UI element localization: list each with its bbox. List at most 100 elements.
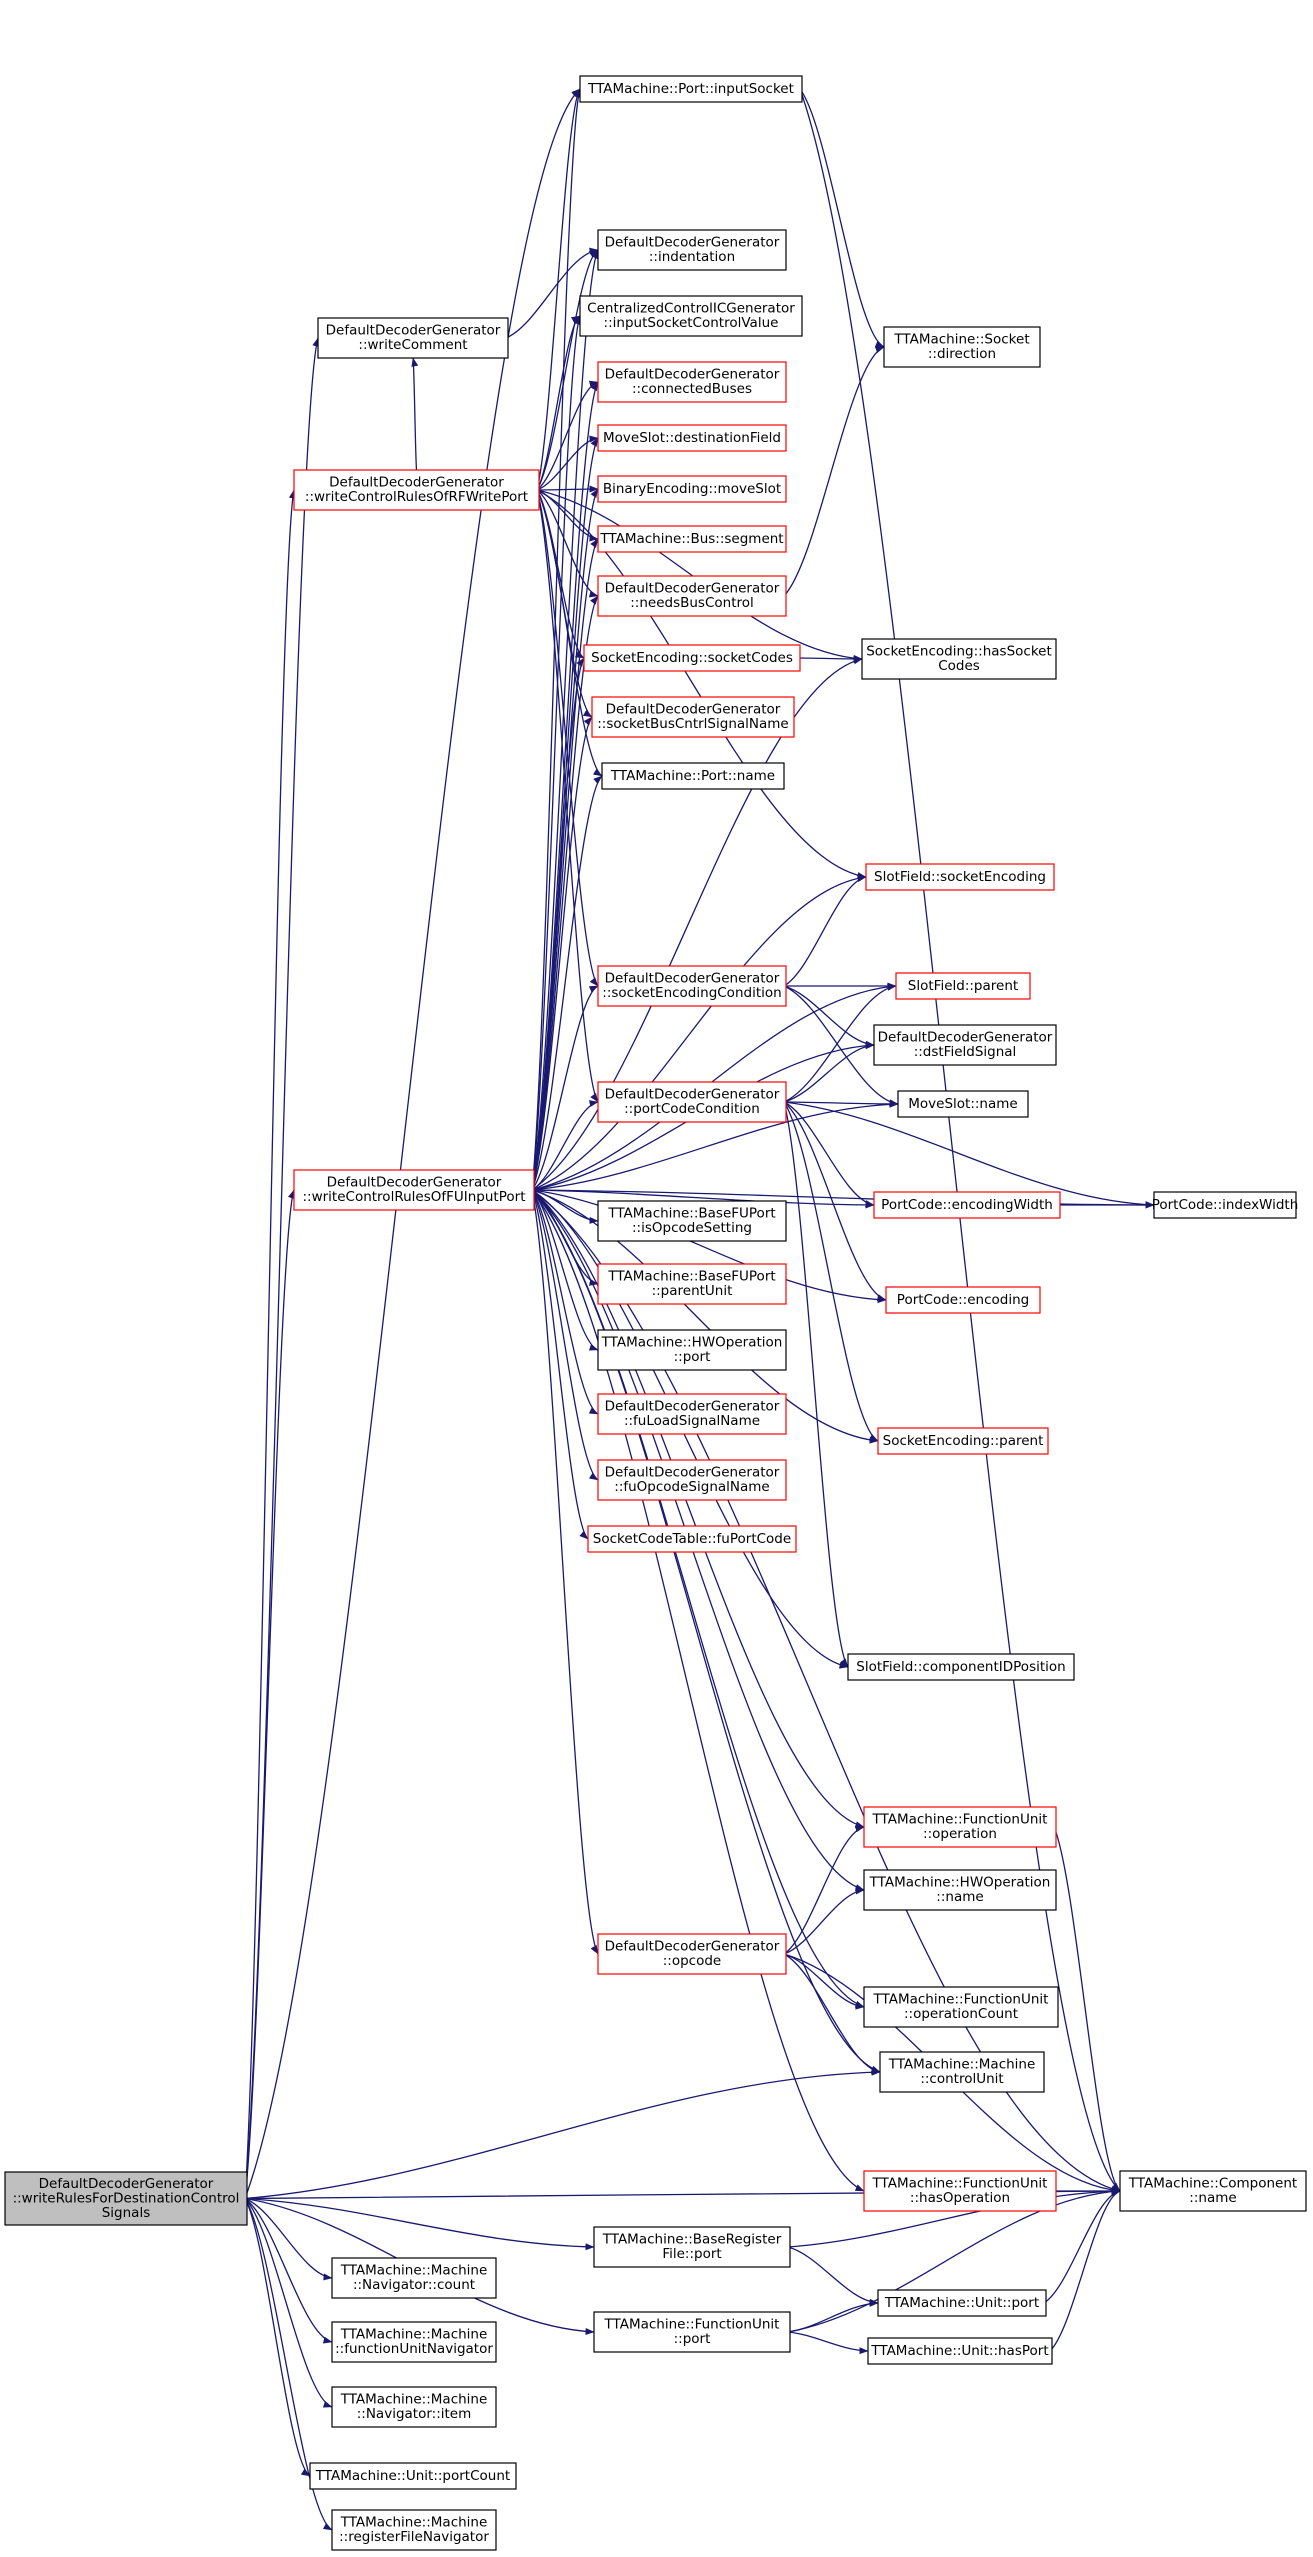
edge-unitHasPort-to-compName — [1049, 2190, 1121, 2352]
node-box — [593, 2226, 791, 2268]
node-box — [1119, 2170, 1307, 2212]
node-connectedBuses[interactable]: DefaultDecoderGenerator::connectedBuses — [597, 361, 787, 403]
node-busSegment[interactable]: TTAMachine::Bus::segment — [597, 525, 787, 553]
node-writeComment[interactable]: DefaultDecoderGenerator::writeComment — [317, 317, 509, 359]
node-root[interactable]: DefaultDecoderGenerator::writeRulesForDe… — [4, 2171, 248, 2226]
node-unitHasPort[interactable]: TTAMachine::Unit::hasPort — [867, 2337, 1053, 2365]
node-socketCodes[interactable]: SocketEncoding::socketCodes — [583, 644, 801, 672]
edge-wcrRF-to-inputSocketCV — [536, 315, 581, 491]
node-label: ::hasOperation — [910, 2190, 1010, 2206]
node-sockEncParent[interactable]: SocketEncoding::parent — [877, 1427, 1049, 1455]
node-compIDPos[interactable]: SlotField::componentIDPosition — [847, 1653, 1075, 1681]
node-moveSlot[interactable]: BinaryEncoding::moveSlot — [597, 475, 787, 503]
node-box — [597, 575, 787, 617]
node-label: CentralizedControlICGenerator — [587, 301, 795, 317]
node-label: PortCode::indexWidth — [1152, 1197, 1299, 1213]
edge-root-to-wcrRF — [244, 489, 296, 2199]
node-destField[interactable]: MoveSlot::destinationField — [597, 424, 787, 452]
node-label: Codes — [938, 658, 980, 674]
node-inputSocket[interactable]: TTAMachine::Port::inputSocket — [579, 75, 803, 103]
node-sockEncCond[interactable]: DefaultDecoderGenerator::socketEncodingC… — [597, 965, 787, 1007]
node-box — [597, 475, 787, 503]
node-fuOpcodeSig[interactable]: DefaultDecoderGenerator::fuOpcodeSignalN… — [597, 1459, 787, 1501]
edge-wcrFU-to-sockEncParent — [531, 1189, 879, 1444]
edge-brfPort-to-compName — [787, 2187, 1121, 2248]
node-label: ::controlUnit — [920, 2071, 1003, 2087]
node-portCodeCond[interactable]: DefaultDecoderGenerator::portCodeConditi… — [597, 1081, 787, 1123]
node-navCount[interactable]: TTAMachine::Machine::Navigator::count — [331, 2257, 497, 2299]
node-fuLoadSig[interactable]: DefaultDecoderGenerator::fuLoadSignalNam… — [597, 1393, 787, 1435]
node-indentation[interactable]: DefaultDecoderGenerator::indentation — [597, 229, 787, 271]
edge-portCodeCond-to-sockEncParent — [783, 1101, 879, 1442]
node-label: TTAMachine::Bus::segment — [599, 531, 783, 547]
node-moveSlotName[interactable]: MoveSlot::name — [897, 1090, 1029, 1118]
node-label: DefaultDecoderGenerator — [878, 1030, 1053, 1046]
node-label: DefaultDecoderGenerator — [605, 235, 780, 251]
edge-wcrFU-to-needsBus — [531, 595, 599, 1191]
node-label: TTAMachine::FunctionUnit — [604, 2317, 780, 2333]
node-fuPort[interactable]: TTAMachine::FunctionUnit::port — [593, 2311, 791, 2353]
node-funcUnitNav[interactable]: TTAMachine::Machine::functionUnitNavigat… — [331, 2321, 497, 2363]
node-label: ::name — [1189, 2190, 1236, 2206]
node-label: ::functionUnitNavigator — [335, 2341, 493, 2357]
node-hwOpName[interactable]: TTAMachine::HWOperation::name — [863, 1869, 1057, 1911]
node-slotSocketEnc[interactable]: SlotField::socketEncoding — [865, 863, 1055, 891]
node-wcrRF[interactable]: DefaultDecoderGenerator::writeControlRul… — [293, 469, 540, 511]
node-slotParent[interactable]: SlotField::parent — [895, 972, 1031, 1000]
node-isOpcodeSetting[interactable]: TTAMachine::BaseFUPort::isOpcodeSetting — [597, 1200, 787, 1242]
node-hasOperation[interactable]: TTAMachine::FunctionUnit::hasOperation — [863, 2170, 1057, 2212]
node-box — [331, 2386, 497, 2428]
node-portCount[interactable]: TTAMachine::Unit::portCount — [309, 2462, 517, 2490]
edge-fuPort-to-unitPort — [787, 2299, 879, 2333]
edge-root-to-controlUnit — [244, 2068, 881, 2200]
node-encWidth[interactable]: PortCode::encodingWidth — [873, 1191, 1061, 1219]
edge-wcrRF-to-needsBus — [536, 489, 599, 598]
node-box — [317, 317, 509, 359]
edge-wcrFU-to-fuLoadSig — [531, 1189, 599, 1415]
node-box — [591, 696, 795, 738]
edge-wcrFU-to-sockEncCond — [531, 985, 599, 1191]
node-portName[interactable]: TTAMachine::Port::name — [601, 762, 785, 790]
node-wcrFU[interactable]: DefaultDecoderGenerator::writeControlRul… — [293, 1169, 535, 1211]
node-parentUnit[interactable]: TTAMachine::BaseFUPort::parentUnit — [597, 1263, 787, 1305]
node-navItem[interactable]: TTAMachine::Machine::Navigator::item — [331, 2386, 497, 2428]
node-fuOperation[interactable]: TTAMachine::FunctionUnit::operation — [863, 1806, 1057, 1848]
node-label: MoveSlot::destinationField — [603, 430, 781, 446]
node-hwOpPort[interactable]: TTAMachine::HWOperation::port — [597, 1329, 787, 1371]
node-label: ::needsBusControl — [630, 595, 754, 611]
node-label: TTAMachine::Machine — [340, 2392, 488, 2408]
node-socketBusSig[interactable]: DefaultDecoderGenerator::socketBusCntrlS… — [591, 696, 795, 738]
edge-wcrRF-to-moveSlot — [536, 485, 599, 493]
edge-wcrFU-to-hwOpPort — [531, 1189, 599, 1351]
node-regFileNav[interactable]: TTAMachine::Machine::registerFileNavigat… — [331, 2509, 497, 2551]
edge-wcrFU-to-portCodeCond — [531, 1100, 599, 1191]
edge-root-to-wcrFU — [244, 1189, 295, 2199]
node-socketDirection[interactable]: TTAMachine::Socket::direction — [883, 326, 1041, 368]
node-indexWidth[interactable]: PortCode::indexWidth — [1152, 1191, 1299, 1219]
node-compName[interactable]: TTAMachine::Component::name — [1119, 2170, 1307, 2212]
node-dstFieldSignal[interactable]: DefaultDecoderGenerator::dstFieldSignal — [873, 1024, 1057, 1066]
node-opCount[interactable]: TTAMachine::FunctionUnit::operationCount — [863, 1986, 1059, 2028]
node-unitPort[interactable]: TTAMachine::Unit::port — [877, 2289, 1047, 2317]
node-fuPortCode[interactable]: SocketCodeTable::fuPortCode — [587, 1525, 797, 1553]
node-inputSocketCV[interactable]: CentralizedControlICGenerator::inputSock… — [579, 295, 803, 337]
node-portCodeEnc[interactable]: PortCode::encoding — [885, 1286, 1041, 1314]
node-label: TTAMachine::BaseRegister — [602, 2232, 782, 2248]
node-controlUnit[interactable]: TTAMachine::Machine::controlUnit — [879, 2051, 1045, 2093]
node-label: ::writeControlRulesOfFUInputPort — [302, 1189, 525, 1205]
node-box — [1153, 1191, 1297, 1219]
node-label: ::writeComment — [358, 337, 467, 353]
node-label: ::fuOpcodeSignalName — [614, 1479, 769, 1495]
edge-root-to-navCount — [244, 2197, 333, 2281]
edge-wcrRF-to-indentation — [536, 249, 599, 491]
node-opcode[interactable]: DefaultDecoderGenerator::opcode — [597, 1933, 787, 1975]
node-box — [879, 2051, 1045, 2093]
node-box — [4, 2171, 248, 2226]
edge-wcrRF-to-inputSocket — [536, 88, 581, 491]
node-needsBus[interactable]: DefaultDecoderGenerator::needsBusControl — [597, 575, 787, 617]
edge-wcrFU-to-fuPortCode — [531, 1189, 589, 1540]
node-label: ::writeRulesForDestinationControl — [13, 2190, 240, 2206]
node-box — [863, 1806, 1057, 1848]
